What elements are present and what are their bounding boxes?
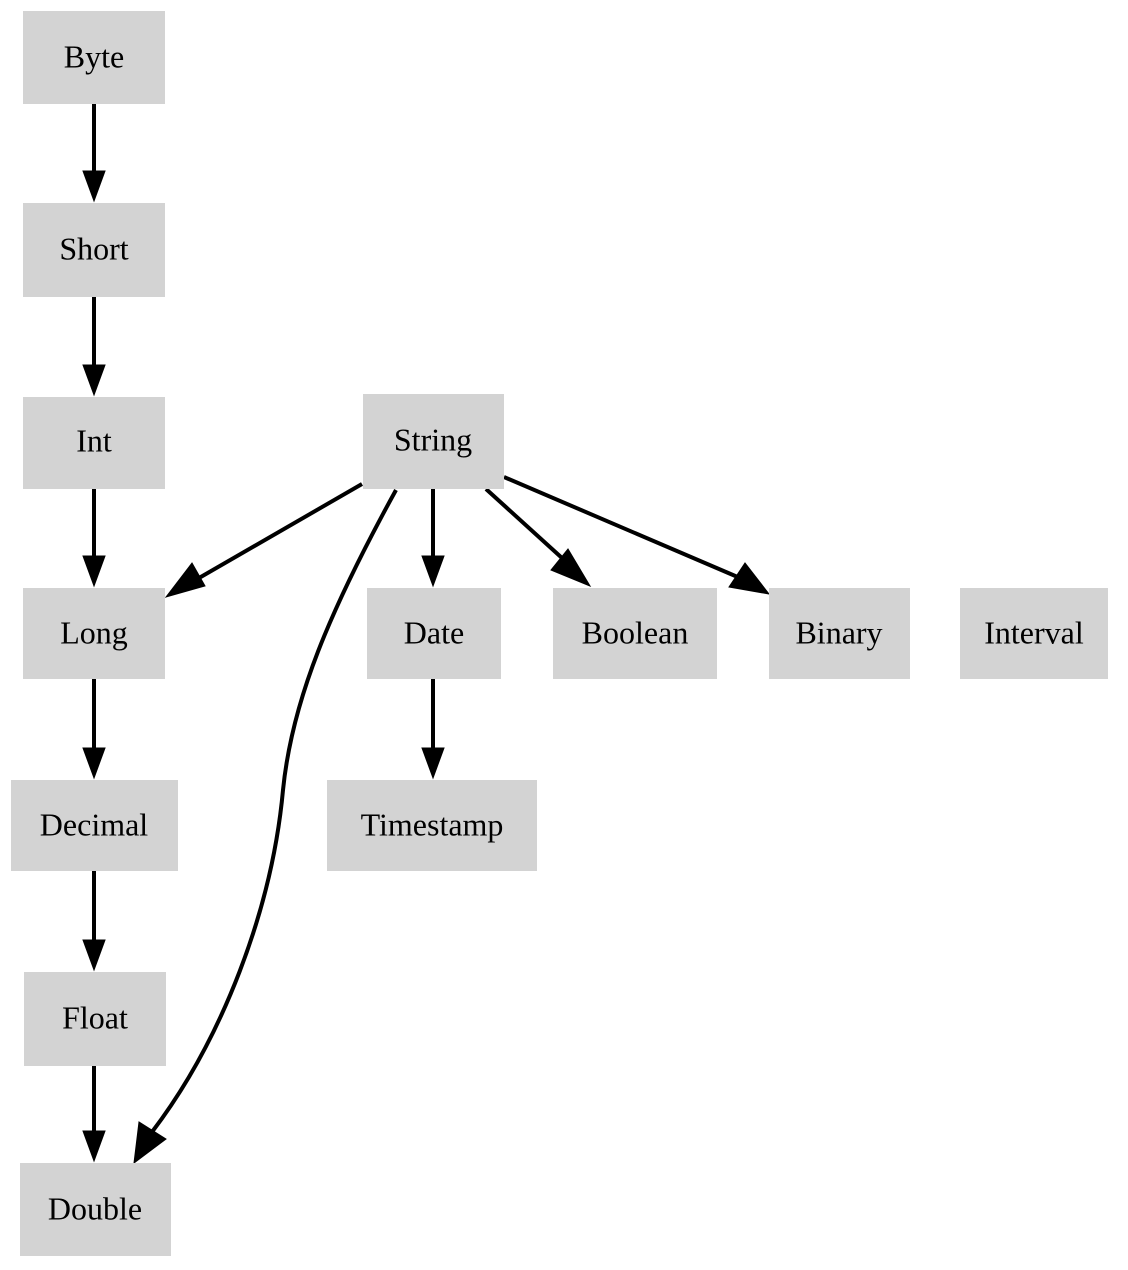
edge-date-timestamp — [421, 679, 445, 780]
node-double-box[interactable] — [20, 1163, 171, 1256]
node-long-box[interactable] — [23, 588, 165, 679]
node-interval-label: Interval — [984, 614, 1084, 650]
node-int-label: Int — [76, 422, 112, 458]
node-string-box[interactable] — [363, 394, 504, 489]
node-double[interactable]: Double — [20, 1163, 171, 1256]
edge-short-int — [82, 297, 106, 397]
node-decimal[interactable]: Decimal — [11, 780, 178, 871]
edge-string-date — [421, 489, 445, 588]
node-long-label: Long — [60, 614, 128, 650]
edge-decimal-float — [82, 871, 106, 972]
node-binary-box[interactable] — [769, 588, 910, 679]
node-date-label: Date — [404, 614, 464, 650]
node-int-box[interactable] — [23, 397, 165, 489]
node-short[interactable]: Short — [23, 203, 165, 297]
node-byte-label: Byte — [64, 38, 124, 74]
edge-string-binary — [503, 475, 771, 595]
edge-int-long — [82, 489, 106, 588]
node-string-label: String — [394, 421, 472, 457]
node-date[interactable]: Date — [367, 588, 501, 679]
nodes-layer: Byte Short Int String Long Date — [11, 11, 1108, 1256]
node-byte-box[interactable] — [23, 11, 165, 104]
node-interval[interactable]: Interval — [960, 588, 1108, 679]
node-string[interactable]: String — [363, 394, 504, 489]
node-short-box[interactable] — [23, 203, 165, 297]
edge-byte-short — [82, 104, 106, 203]
edge-long-decimal — [82, 679, 106, 780]
node-boolean[interactable]: Boolean — [553, 588, 717, 679]
node-timestamp[interactable]: Timestamp — [327, 780, 537, 871]
node-binary-label: Binary — [795, 614, 882, 650]
edge-string-boolean — [484, 487, 592, 588]
node-float-box[interactable] — [24, 972, 166, 1066]
node-interval-box[interactable] — [960, 588, 1108, 679]
node-boolean-label: Boolean — [582, 614, 689, 650]
node-decimal-label: Decimal — [40, 806, 149, 842]
edge-string-long — [164, 482, 363, 598]
node-timestamp-box[interactable] — [327, 780, 537, 871]
node-binary[interactable]: Binary — [769, 588, 910, 679]
node-int[interactable]: Int — [23, 397, 165, 489]
node-long[interactable]: Long — [23, 588, 165, 679]
node-timestamp-label: Timestamp — [361, 806, 504, 842]
node-short-label: Short — [59, 230, 128, 266]
node-boolean-box[interactable] — [553, 588, 717, 679]
node-double-label: Double — [48, 1190, 142, 1226]
edge-string-double — [133, 489, 398, 1165]
node-date-box[interactable] — [367, 588, 501, 679]
edge-float-double — [82, 1066, 106, 1163]
node-byte[interactable]: Byte — [23, 11, 165, 104]
node-float-label: Float — [62, 999, 128, 1035]
node-float[interactable]: Float — [24, 972, 166, 1066]
node-decimal-box[interactable] — [11, 780, 178, 871]
edges-layer — [82, 104, 771, 1165]
